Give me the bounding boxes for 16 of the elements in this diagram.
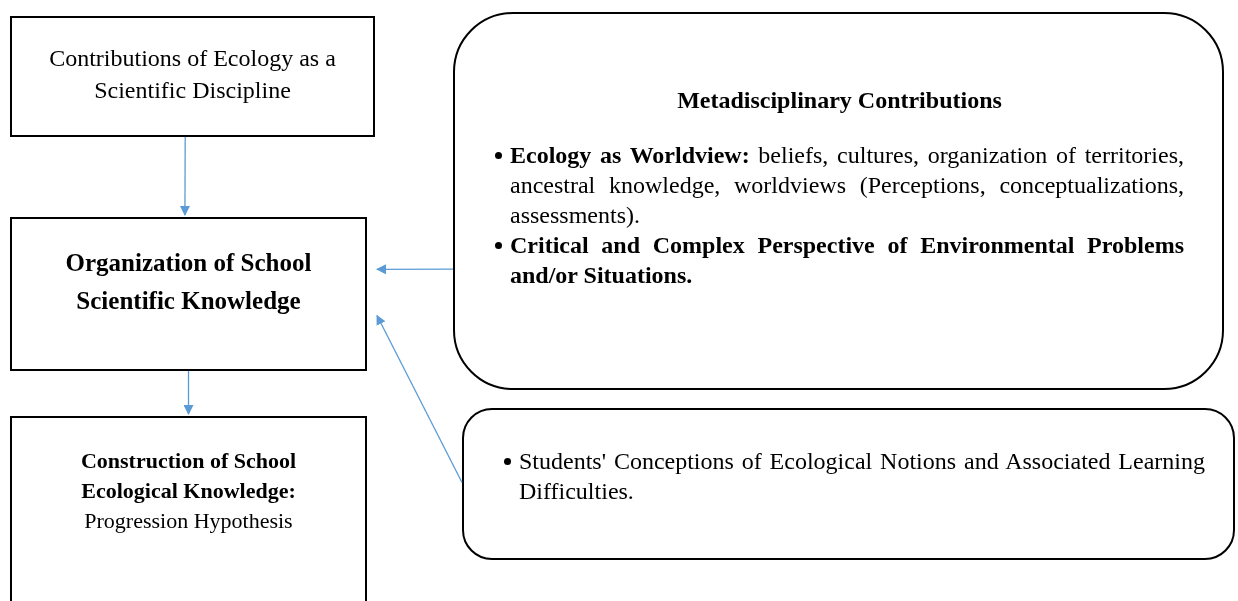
arrow — [376, 314, 463, 484]
bullet-text: Students' Conceptions of Ecological Notions and Associated Learning Difficulties. — [519, 447, 1205, 506]
box-text: Construction of School Ecological Knowledge: Progression Hypothesis — [79, 447, 298, 535]
process-box — [10, 217, 367, 371]
bullet-text: Critical and Complex Perspective of Environmental Problems and/or Situations. — [510, 231, 1184, 290]
arrow — [376, 264, 454, 275]
process-box — [10, 16, 375, 137]
arrow — [183, 370, 194, 415]
rounded-box — [453, 12, 1224, 390]
process-box — [10, 416, 367, 601]
rounded-box — [462, 408, 1235, 560]
box-text: Contributions of Ecology as a Scientific Discipline — [48, 44, 337, 105]
box-heading: Metadisciplinary Contributions — [676, 86, 1003, 115]
bullet-text: Ecology as Worldview: beliefs, cultures, organization of territories, ancestral knowledge, worldviews (Perceptions, conceptualizations, assessments). — [510, 141, 1184, 230]
box-text: Organization of School Scientific Knowledge — [64, 248, 313, 316]
arrow — [179, 136, 190, 216]
